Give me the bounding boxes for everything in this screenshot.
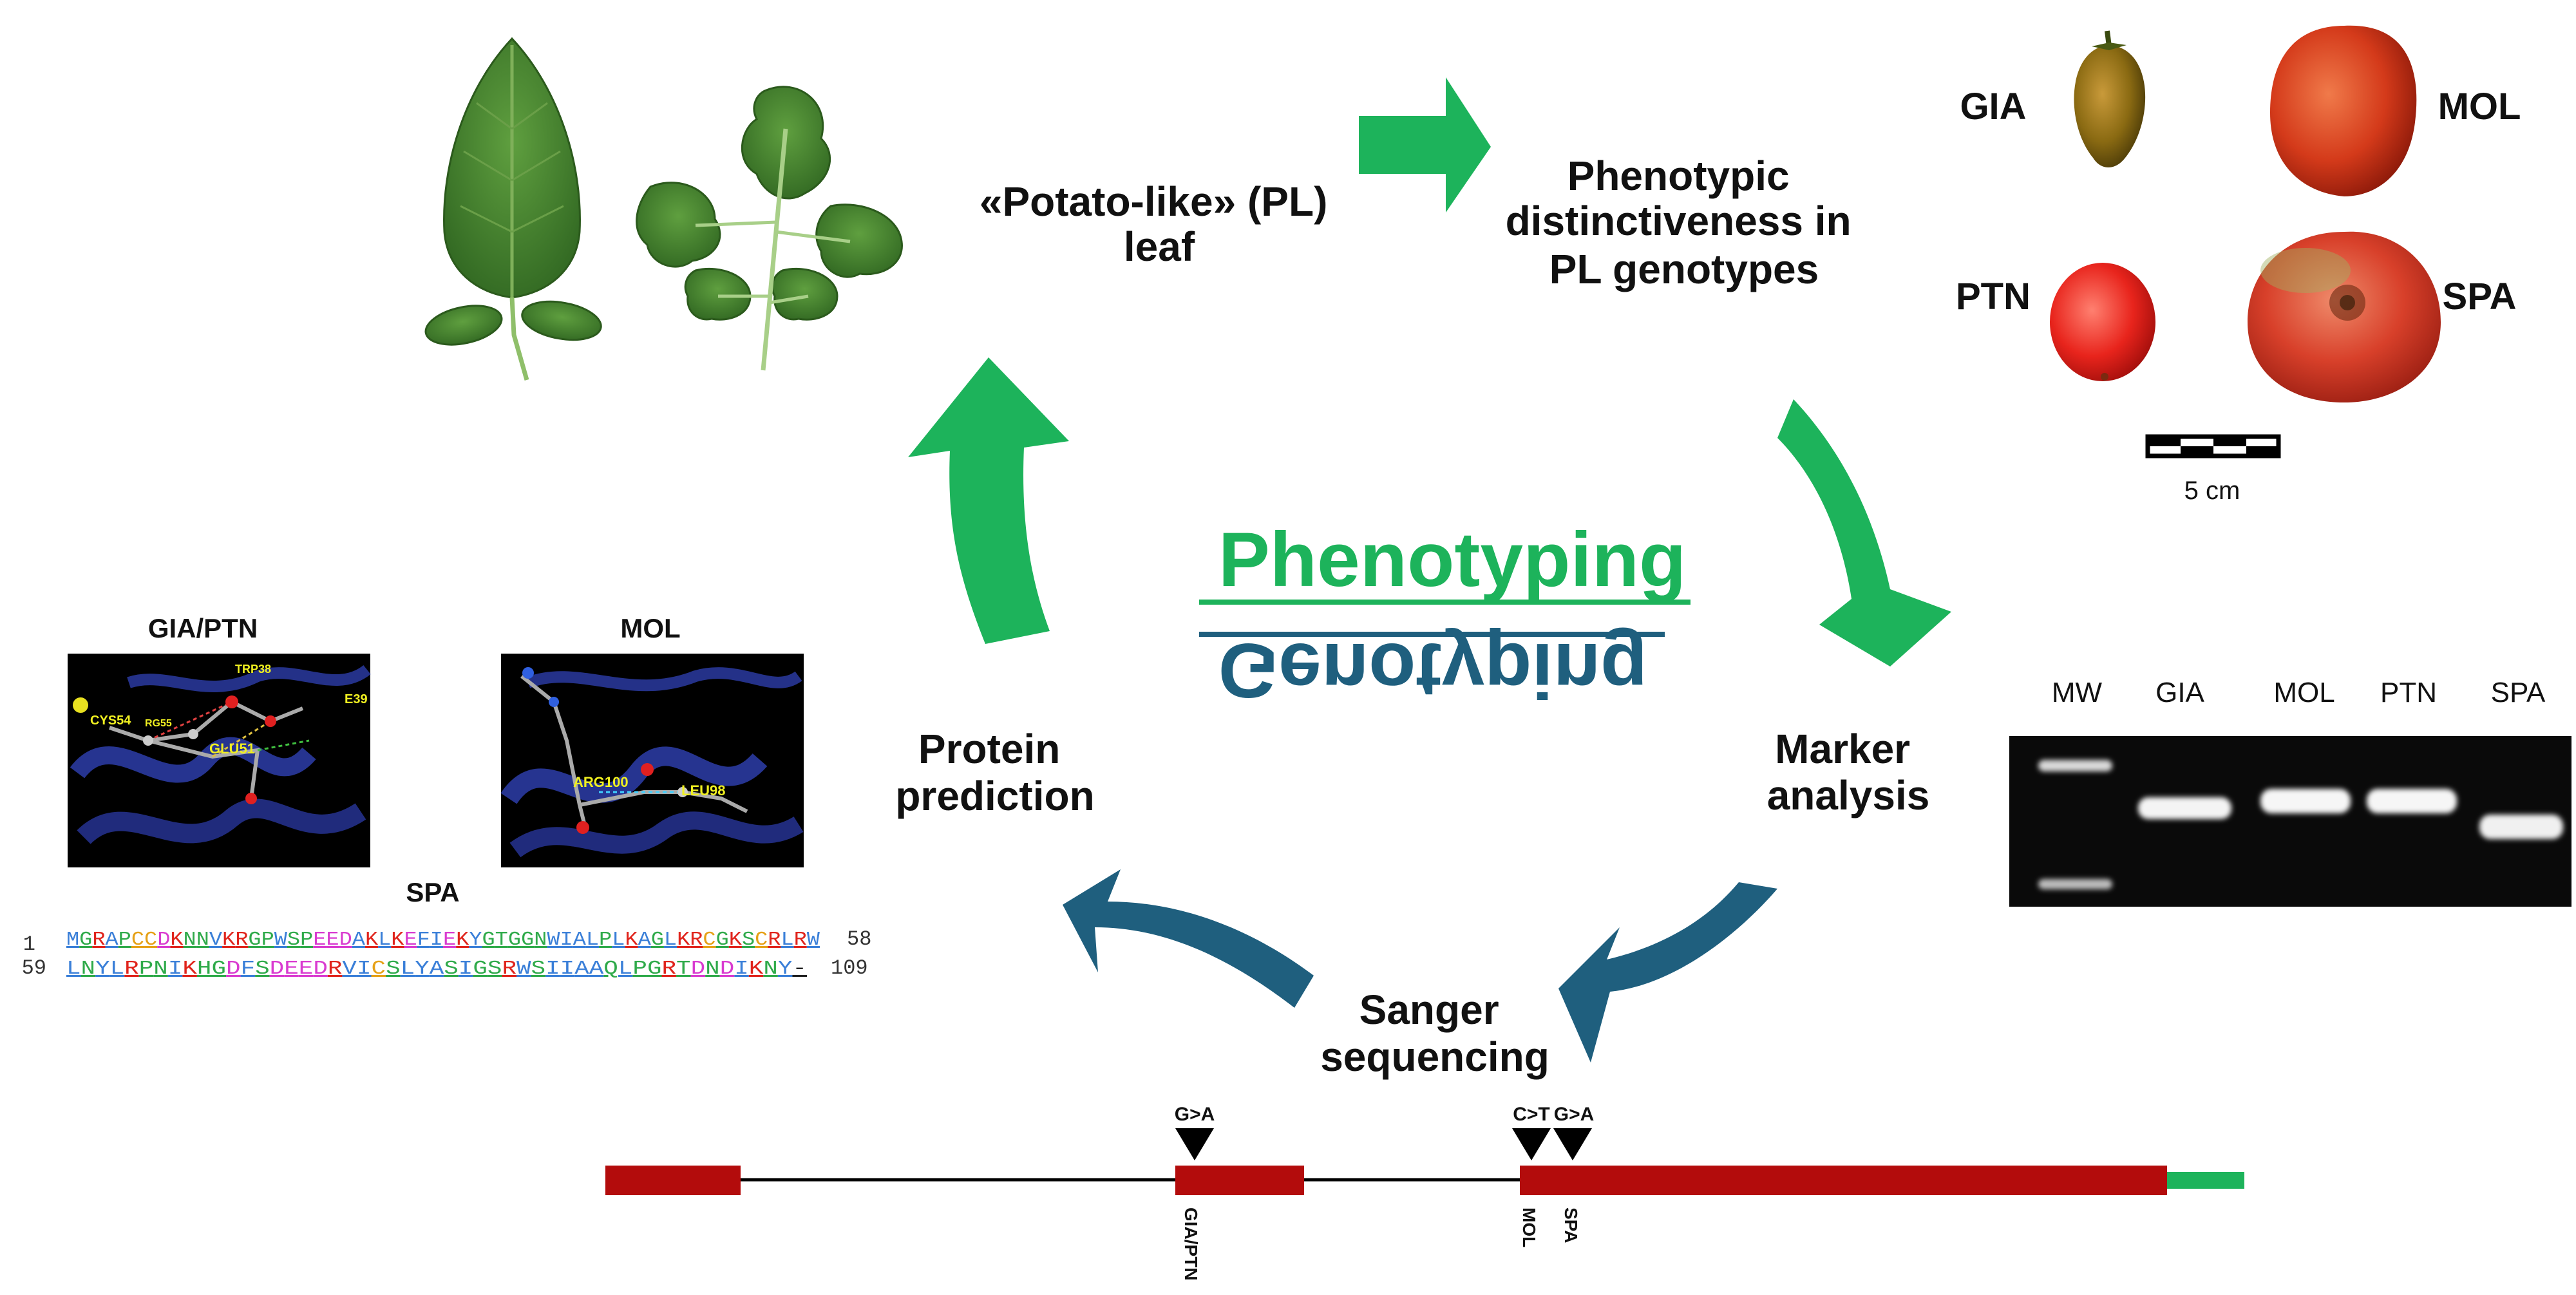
structure-panel: GIA/PTN MOL TRP38 CYS54 RG55 GLU51 E39 [22,613,872,980]
snp-label-mol: C>T [1513,1104,1550,1125]
fruit-ptn [2050,263,2155,381]
residue-label-cys54: CYS54 [90,714,131,728]
exon-1 [605,1166,741,1195]
snp-label-gia-ptn: G>A [1175,1104,1215,1125]
fruit-spa [2248,231,2441,402]
tomato-compound-leaf-image [636,86,903,371]
fruit-label-spa: SPA [2443,276,2517,317]
pl-leaf-label: «Potato-like» (PL) leaf [980,178,1339,270]
fruit-label-ptn: PTN [1956,276,2031,317]
sequence-title-spa: SPA [406,877,459,907]
sequence-row-1: MGRAPCCDKNNVKRGPWSPEEDAKLKEFIEKYGTGGNWIA… [66,929,820,951]
sequence-row-2-end: 109 [831,956,868,980]
sequence-alignment: 1 MGRAPCCDKNNVKRGPWSPEEDAKLKEFIEKYGTGGNW… [22,927,872,980]
gene-model: G>A C>T G>A GIA/PTN MOL SPA [605,1104,2244,1281]
gel-band-mw-upper [2038,760,2112,771]
gel-panel: MW GIA MOL PTN SPA [2009,677,2571,907]
structure-title-mol: MOL [620,613,680,643]
fruit-mol [2270,25,2417,197]
gel-band-gia [2138,797,2231,819]
arrow-to-pl-leaf [908,357,1069,644]
allele-label-gia-ptn: GIA/PTN [1181,1207,1201,1281]
residue-label-trp38: TRP38 [235,663,271,676]
sequence-row-1-start: 1 [23,932,35,956]
snp-marker-gia-ptn [1175,1128,1214,1160]
scale-bar-label: 5 cm [2184,477,2240,505]
utr-3-prime [2167,1172,2244,1189]
structure-image-gia-ptn: TRP38 CYS54 RG55 GLU51 E39 [68,654,371,867]
gel-band-mw-lower [2038,879,2112,889]
cycle-arrows [908,77,1951,1063]
gel-lane-label-ptn: PTN [2380,677,2437,708]
snp-marker-spa [1553,1128,1592,1160]
scale-bar [2145,434,2281,458]
structure-title-gia-ptn: GIA/PTN [148,613,258,643]
gel-lane-label-gia: GIA [2155,677,2204,708]
arrow-to-distinctiveness [1359,77,1491,213]
marker-analysis-label: Marker analysis [1767,726,1930,818]
gel-lane-label-mol: MOL [2273,677,2334,708]
structure-image-mol: ARG100 LEU98 [500,654,804,867]
gel-lane-label-spa: SPA [2491,677,2546,708]
fruit-label-mol: MOL [2438,86,2521,128]
sanger-sequencing-label: Sanger sequencing [1320,987,1549,1080]
gel-band-spa [2479,815,2563,839]
distinctiveness-label: Phenotypic distinctiveness in PL genotyp… [1506,153,1863,292]
fruit-gia [2074,30,2146,167]
sequence-row-1-end: 58 [847,927,871,951]
gel-band-ptn [2367,789,2457,813]
exon-2 [1175,1166,1304,1195]
residue-label-leu98: LEU98 [681,782,725,799]
fruit-label-gia: GIA [1960,86,2026,128]
exon-3 [1520,1166,2167,1195]
fruit-panel: GIA MOL PTN SPA 5 cm [1956,25,2521,505]
residue-label-e39: E39 [345,692,368,706]
residue-label-arg100: ARG100 [573,774,629,790]
arrow-to-sanger [1558,882,1777,1063]
allele-label-mol: MOL [1519,1207,1539,1247]
phenotyping-title: Phenotyping [1218,516,1687,603]
residue-label-rg55: RG55 [145,718,172,729]
potato-like-leaf-image [424,37,602,381]
arrow-to-protein [1063,869,1314,1008]
snp-marker-mol [1512,1128,1551,1160]
snp-label-spa: G>A [1554,1104,1595,1125]
arrow-to-marker [1777,399,1951,666]
gel-band-mol [2260,789,2351,813]
allele-label-spa: SPA [1561,1207,1581,1243]
gel-lane-label-mw: MW [2052,677,2103,708]
residue-label-glu51: GLU51 [209,741,255,757]
sequence-row-2-start: 59 [22,956,46,980]
genotyping-title-mirrored: Genotyping [1218,627,1648,714]
protein-prediction-label: Protein prediction [895,726,1094,819]
